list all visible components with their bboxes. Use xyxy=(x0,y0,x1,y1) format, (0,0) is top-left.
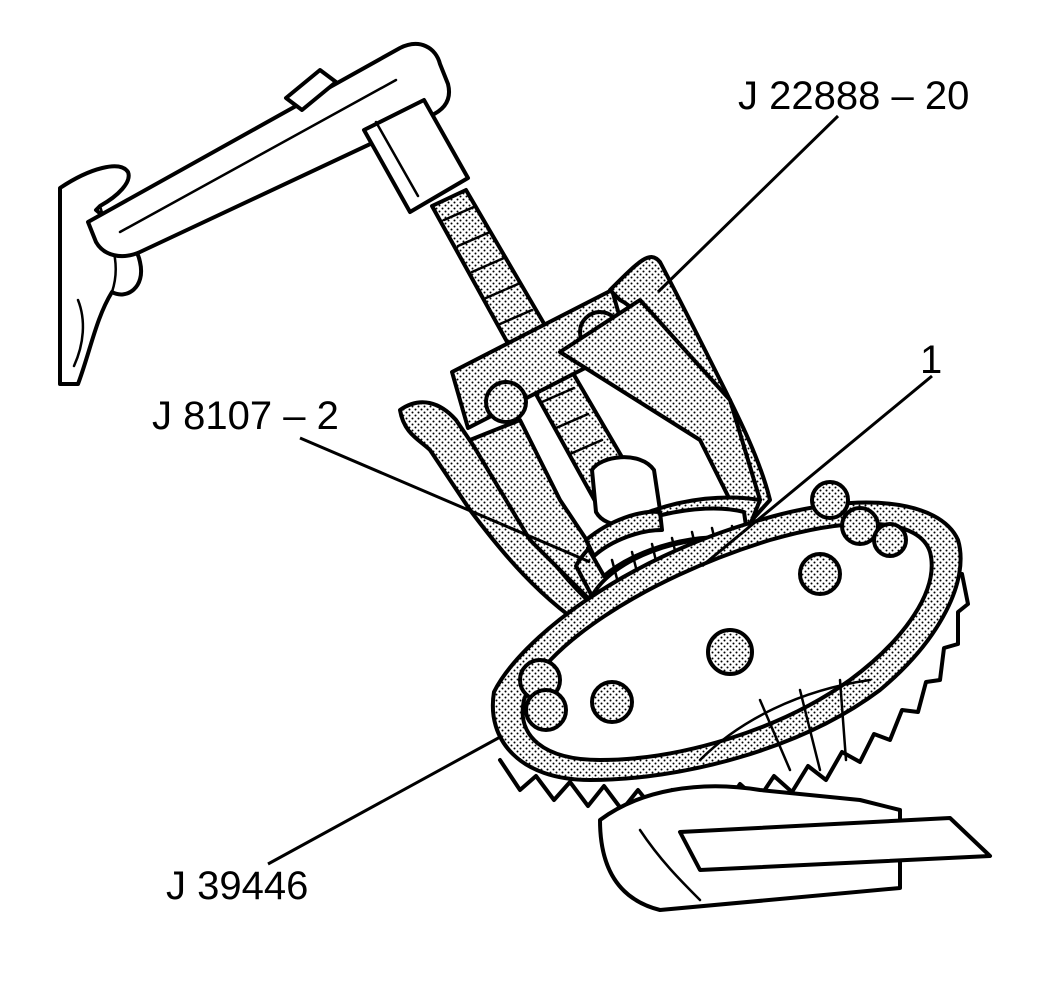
callout-j8107-adapter: J 8107 – 2 xyxy=(152,394,339,438)
callout-item-1-bearing: 1 xyxy=(920,338,943,382)
bench-vise xyxy=(598,784,992,912)
callout-j39446-holding-fixture: J 39446 xyxy=(166,864,309,908)
ratchet-wrench xyxy=(86,42,470,259)
differential-case xyxy=(490,480,970,814)
leader-j39446 xyxy=(267,734,503,866)
leader-j8107 xyxy=(299,436,591,564)
callout-j22888-puller: J 22888 – 20 xyxy=(738,74,970,118)
leader-j22888 xyxy=(656,114,840,294)
leader-item-1 xyxy=(701,374,933,568)
